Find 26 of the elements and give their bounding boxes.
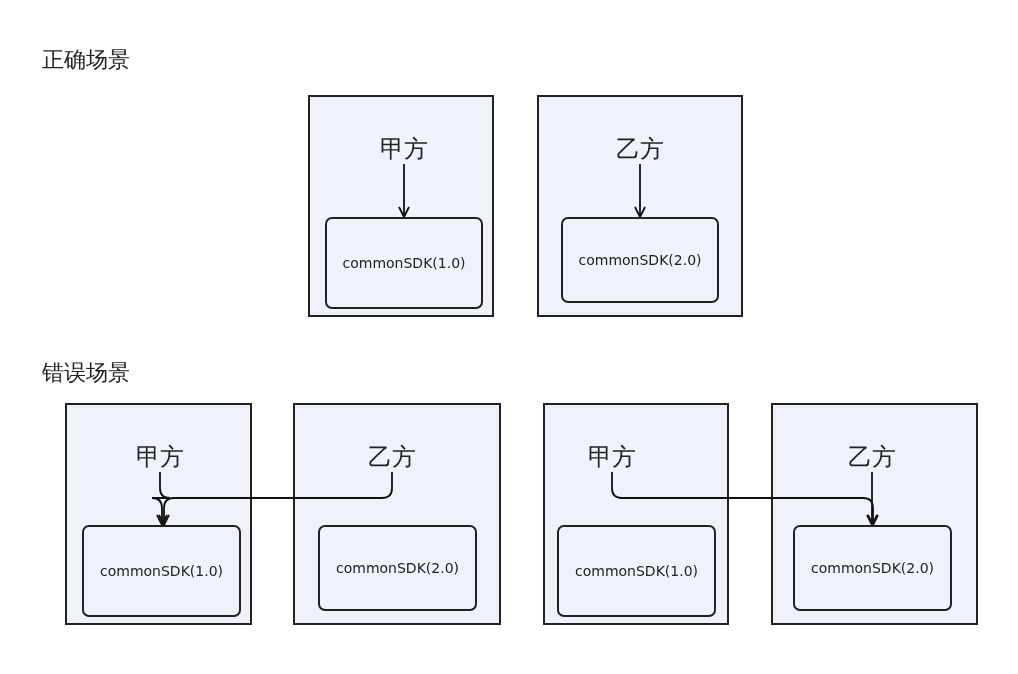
panel-box xyxy=(771,403,978,625)
sdk-box: commonSDK(2.0) xyxy=(561,217,719,303)
arrow xyxy=(611,471,879,526)
party-label: 乙方 xyxy=(848,442,896,472)
sdk-box: commonSDK(1.0) xyxy=(557,525,716,617)
panel-box xyxy=(308,95,494,317)
panel-box xyxy=(293,403,501,625)
sdk-box: commonSDK(2.0) xyxy=(793,525,952,611)
party-label: 乙方 xyxy=(616,134,664,164)
panel-box xyxy=(537,95,743,317)
section-heading: 正确场景 xyxy=(42,46,130,74)
sdk-box: commonSDK(2.0) xyxy=(318,525,477,611)
sdk-box: commonSDK(1.0) xyxy=(82,525,241,617)
sdk-box: commonSDK(1.0) xyxy=(325,217,483,309)
arrow xyxy=(634,163,646,218)
arrow xyxy=(866,471,878,526)
arrow xyxy=(158,471,393,526)
party-label: 甲方 xyxy=(588,442,636,472)
party-label: 甲方 xyxy=(136,442,184,472)
panel-box xyxy=(65,403,252,625)
party-label: 甲方 xyxy=(380,134,428,164)
panel-box xyxy=(543,403,729,625)
section-heading: 错误场景 xyxy=(42,359,130,387)
arrow xyxy=(151,471,171,526)
arrow xyxy=(398,163,410,218)
party-label: 乙方 xyxy=(368,442,416,472)
